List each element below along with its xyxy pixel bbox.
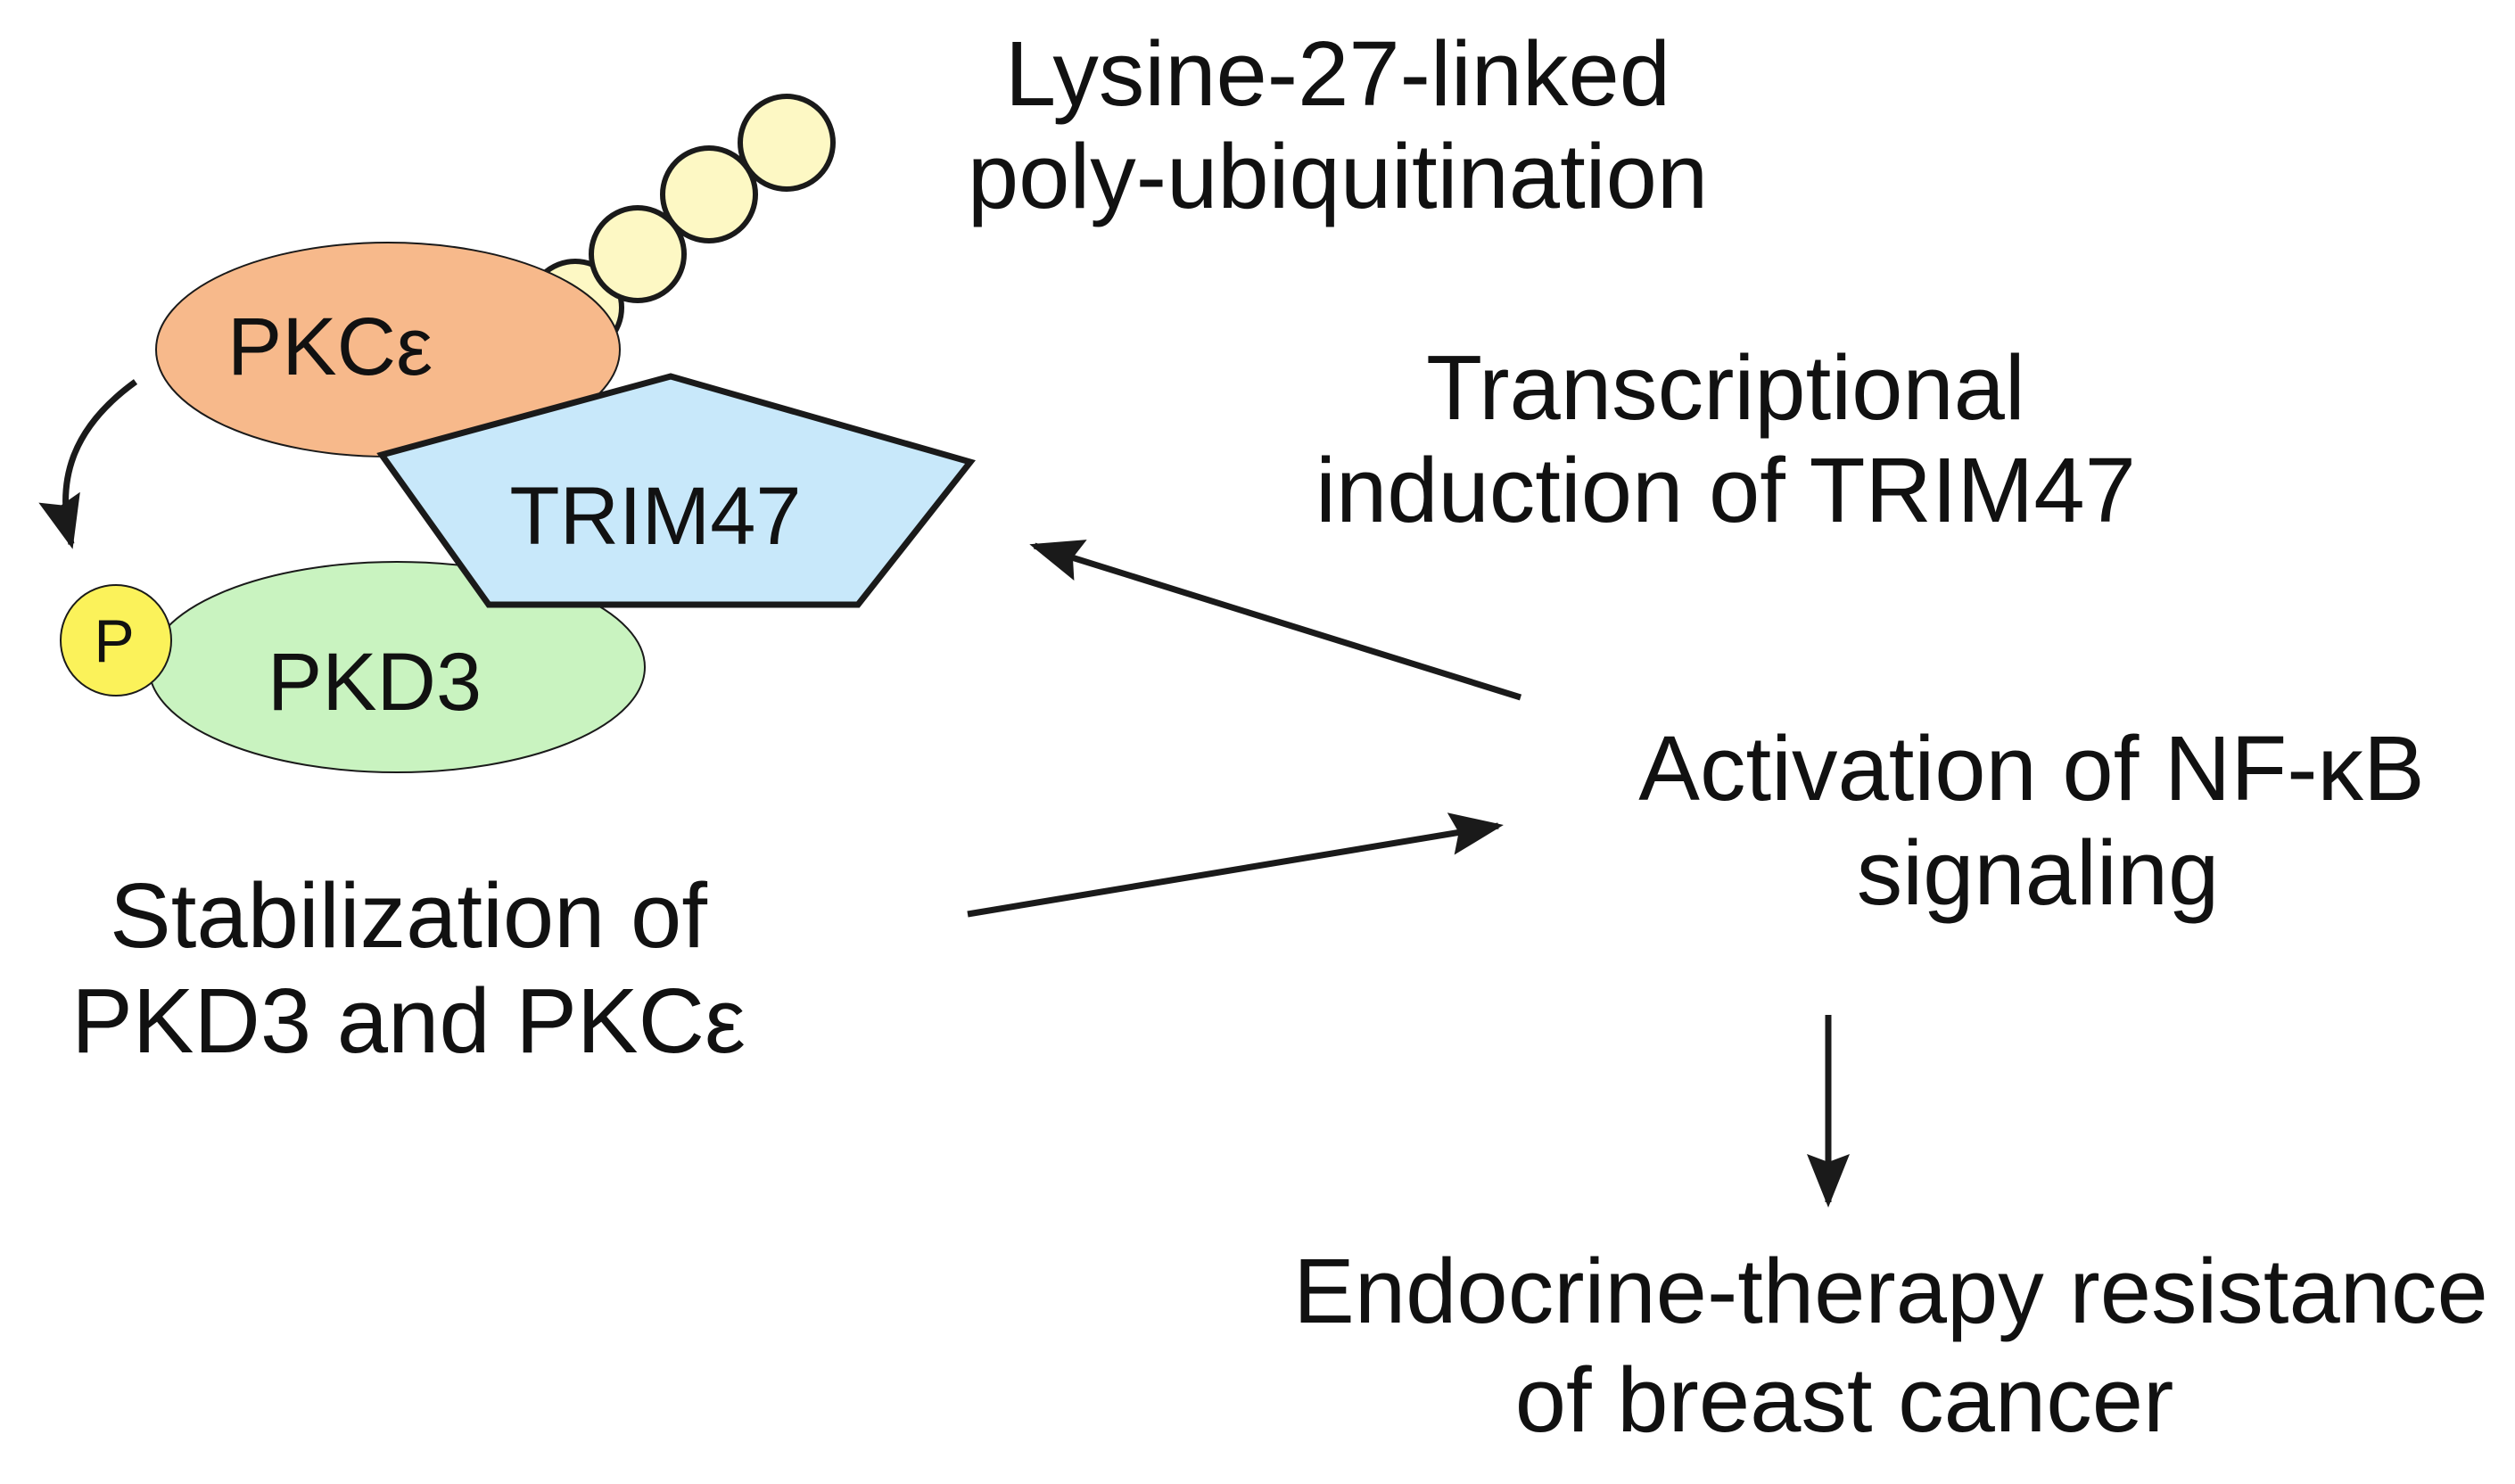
resistance-label: Endocrine-therapy resistance of breast c… bbox=[1293, 1240, 2488, 1451]
nfkb-label-line1: Activation of NF-κB bbox=[1638, 717, 2425, 820]
ubiquitin-bead bbox=[660, 145, 758, 243]
phosphate-circle bbox=[60, 584, 172, 697]
stabilization-to-nfkb-arrow bbox=[967, 812, 1504, 918]
trim47-label: TRIM47 bbox=[509, 471, 801, 562]
pkd3-label: PKD3 bbox=[268, 637, 482, 728]
resistance-label-line1: Endocrine-therapy resistance bbox=[1293, 1240, 2488, 1342]
trim47-pentagon bbox=[376, 373, 976, 608]
resistance-label-line2: of breast cancer bbox=[1515, 1348, 2174, 1451]
trim47-node: TRIM47 bbox=[376, 373, 976, 608]
transcription-label: Transcriptional induction of TRIM47 bbox=[1315, 336, 2136, 541]
phosphate-label: P bbox=[94, 607, 134, 675]
phosphorylation-arrow bbox=[38, 379, 138, 549]
stabilization-label-line2: PKD3 and PKCε bbox=[71, 969, 746, 1072]
ubiquitination-label-line2: poly-ubiquitination bbox=[968, 125, 1708, 227]
transcription-label-line1: Transcriptional bbox=[1426, 336, 2025, 439]
pkce-node: PKCε bbox=[155, 242, 621, 458]
ubiquitination-label: Lysine-27-linked poly-ubiquitination bbox=[968, 22, 1708, 227]
nfkb-label: Activation of NF-κB signaling bbox=[1638, 717, 2425, 924]
stabilization-label-line1: Stabilization of bbox=[110, 864, 707, 967]
nfkb-label-line2: signaling bbox=[1857, 821, 2220, 924]
pkd3-node: PKD3 bbox=[148, 561, 646, 773]
ubiquitin-bead bbox=[738, 94, 836, 192]
stabilization-label: Stabilization of PKD3 and PKCε bbox=[71, 864, 746, 1072]
ubiquitination-label-line1: Lysine-27-linked bbox=[1005, 22, 1670, 125]
phosphate-node: P bbox=[60, 584, 172, 697]
transcription-label-line2: induction of TRIM47 bbox=[1315, 439, 2136, 541]
pkce-label: PKCε bbox=[227, 301, 433, 392]
ubiquitin-bead bbox=[589, 205, 687, 303]
nfkb-to-trim47-arrow bbox=[1029, 540, 1522, 701]
